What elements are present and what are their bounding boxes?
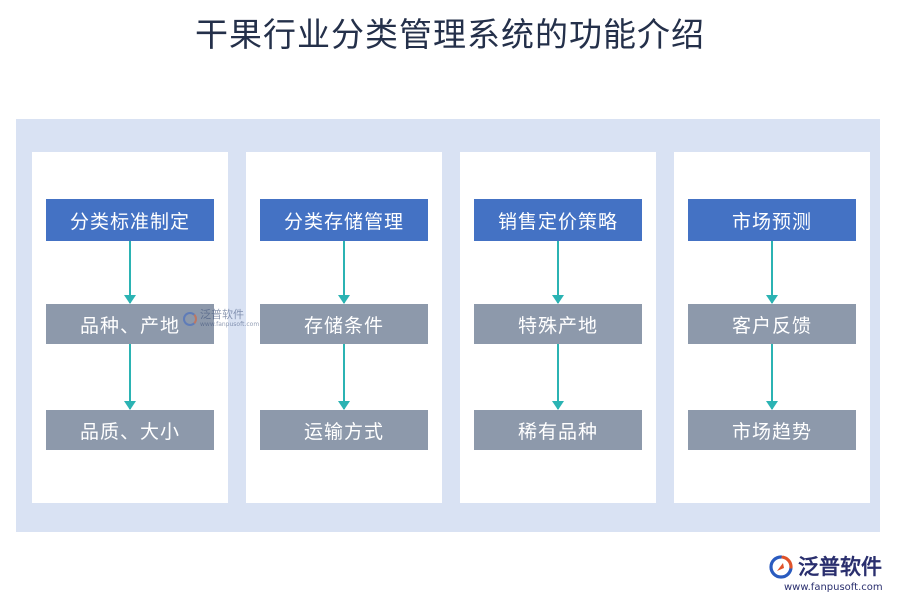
column-storage-management: 分类存储管理 存储条件 运输方式 <box>246 152 442 503</box>
arrow-down-icon <box>552 241 564 304</box>
item-box: 存储条件 <box>260 304 428 344</box>
item-box: 稀有品种 <box>474 410 642 450</box>
item-box: 客户反馈 <box>688 304 856 344</box>
arrow-down-icon <box>766 241 778 304</box>
heading-box: 销售定价策略 <box>474 199 642 241</box>
arrow-down-icon <box>552 344 564 410</box>
arrow-down-icon <box>766 344 778 410</box>
brand-logo: 泛普软件 www.fanpusoft.com <box>768 552 893 596</box>
arrow-down-icon <box>124 344 136 410</box>
heading-box: 市场预测 <box>688 199 856 241</box>
watermark-name: 泛普软件 <box>200 308 244 321</box>
item-box: 品质、大小 <box>46 410 214 450</box>
watermark: 泛普软件 www.fanpusoft.com <box>183 309 259 328</box>
arrow-down-icon <box>338 344 350 410</box>
arrow-down-icon <box>338 241 350 304</box>
heading-box: 分类存储管理 <box>260 199 428 241</box>
column-pricing-strategy: 销售定价策略 特殊产地 稀有品种 <box>460 152 656 503</box>
item-box: 市场趋势 <box>688 410 856 450</box>
item-box: 特殊产地 <box>474 304 642 344</box>
brand-name: 泛普软件 <box>798 555 882 579</box>
heading-box: 分类标准制定 <box>46 199 214 241</box>
page-title: 干果行业分类管理系统的功能介绍 <box>195 15 705 54</box>
watermark-logo-icon <box>183 311 197 326</box>
arrow-down-icon <box>124 241 136 304</box>
item-box: 运输方式 <box>260 410 428 450</box>
brand-url: www.fanpusoft.com <box>784 582 883 593</box>
column-market-forecast: 市场预测 客户反馈 市场趋势 <box>674 152 870 503</box>
fanpu-logo-icon <box>769 555 793 579</box>
watermark-url: www.fanpusoft.com <box>200 321 260 328</box>
